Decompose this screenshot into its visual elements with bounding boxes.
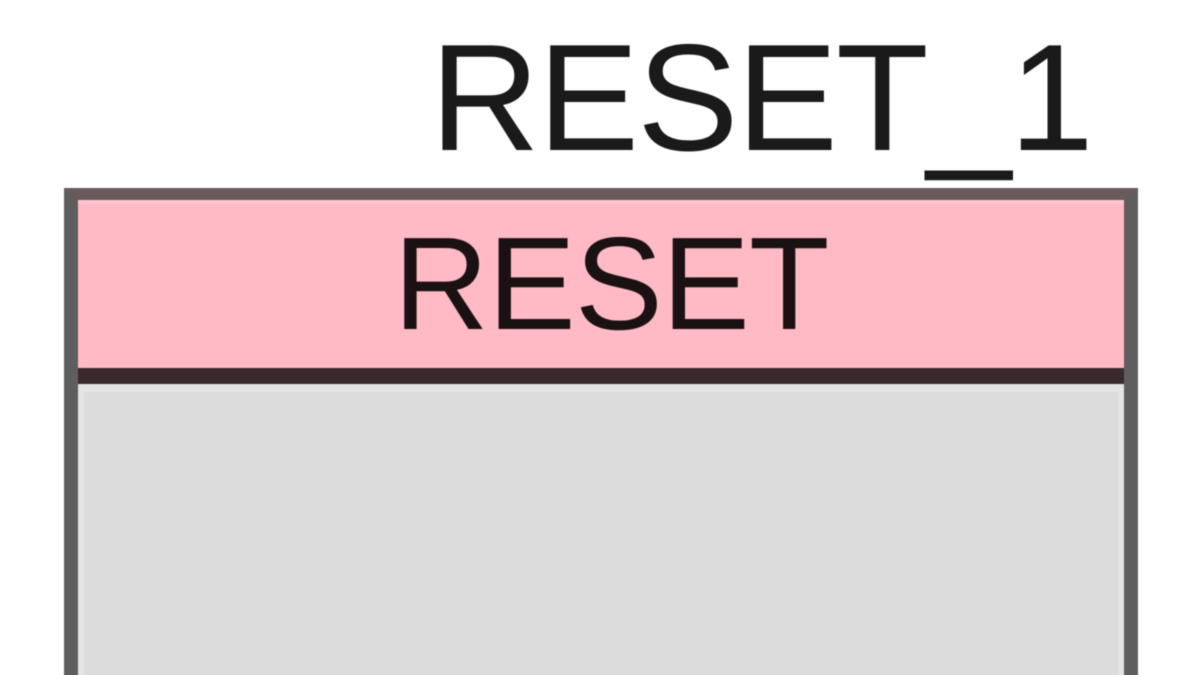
instance-name-label: RESET_1 bbox=[430, 13, 1094, 183]
component-body bbox=[78, 384, 1124, 675]
reset-component-block[interactable]: RESET bbox=[64, 188, 1138, 675]
component-type-label: RESET bbox=[393, 210, 829, 357]
component-header: RESET bbox=[78, 200, 1124, 384]
